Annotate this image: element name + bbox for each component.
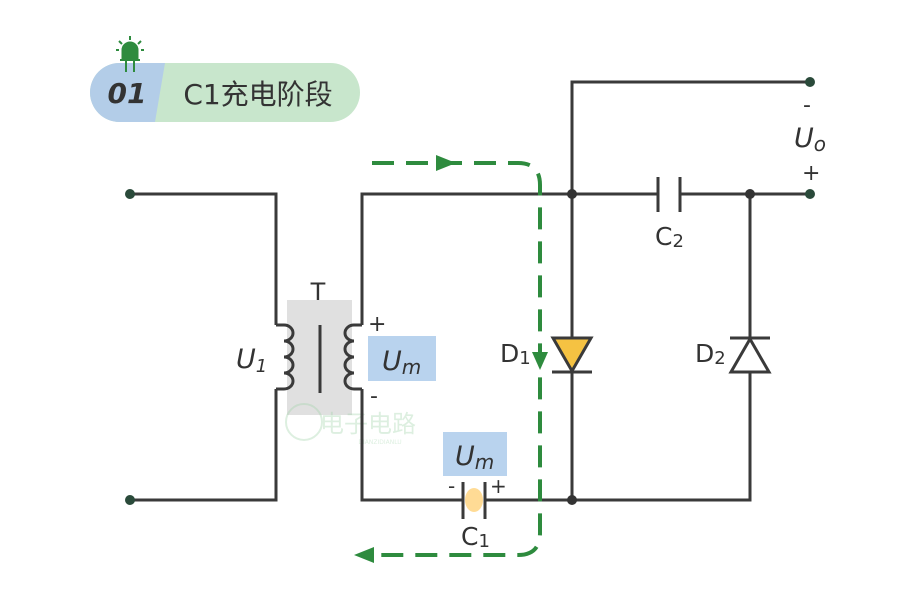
label-out-plus: + (802, 161, 820, 186)
label-d1: D1 (500, 339, 531, 369)
label-um-secondary: Um (382, 346, 421, 379)
arrow-down-icon (532, 352, 548, 370)
label-c1: C1 (461, 522, 490, 552)
svg-text:DIANZIDIANLU: DIANZIDIANLU (358, 439, 401, 446)
um-c1-box (443, 432, 507, 476)
watermark: 电子电路 DIANZIDIANLU (285, 403, 416, 446)
capacitor-c1 (461, 482, 487, 519)
arrow-right-icon (436, 155, 456, 171)
label-transformer: T (310, 278, 326, 306)
diode-d2 (728, 335, 772, 374)
label-um-c1: Um (455, 441, 494, 474)
nodes (125, 77, 815, 505)
label-sec-plus: + (368, 312, 386, 337)
capacitor-c2 (656, 177, 682, 212)
label-sec-minus: - (370, 384, 378, 409)
um-secondary-box (368, 336, 436, 381)
label-uo: Uo (794, 123, 826, 156)
label-c1-minus: - (448, 474, 455, 498)
section-title: C1充电阶段 (183, 78, 332, 111)
arrow-left-icon (354, 547, 374, 563)
led-icon (116, 36, 144, 72)
label-u1: U1 (236, 344, 267, 377)
svg-text:电子电路: 电子电路 (320, 410, 416, 438)
label-c2: C2 (655, 222, 684, 252)
diode-d1 (550, 336, 594, 375)
charging-current-path (354, 155, 548, 563)
label-c1-plus: + (490, 474, 507, 498)
secondary-coil (343, 323, 362, 391)
label-out-minus: - (803, 93, 811, 118)
section-number: 01 (108, 77, 147, 110)
label-d2: D2 (695, 339, 726, 369)
primary-coil (276, 323, 295, 391)
section-header: 01 C1充电阶段 (90, 36, 360, 122)
